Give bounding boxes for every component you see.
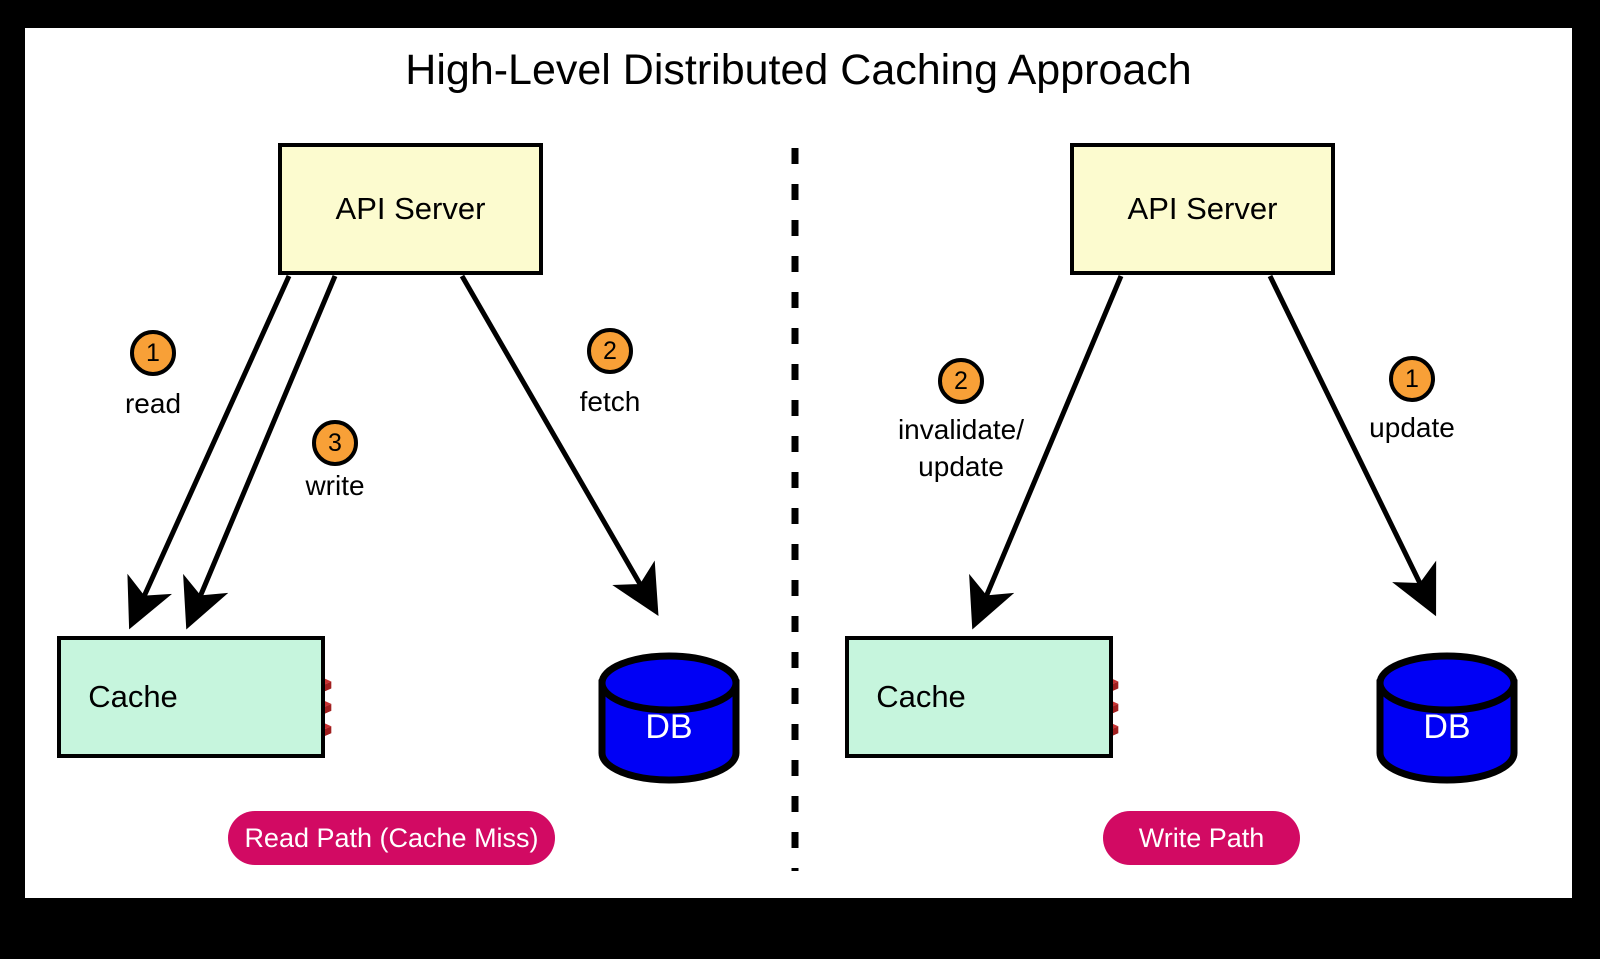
api-server-label-right: API Server <box>1127 191 1278 226</box>
edge-update-api-to-db <box>1267 274 1437 617</box>
step-badge-read: 1 <box>130 330 176 376</box>
write-path-pill-label: Write Path <box>1138 822 1265 853</box>
step-badge-invalidate-number: 2 <box>954 366 968 395</box>
cache-label-right: Cache <box>876 679 966 714</box>
edge-label-write: write <box>305 470 365 501</box>
db-label-left: DB <box>645 708 693 746</box>
database-cylinder-icon-right <box>1376 652 1518 784</box>
diagram-vector-layer <box>127 148 1518 871</box>
step-badge-fetch-number: 2 <box>603 336 617 365</box>
edge-read-api-to-cache <box>127 274 292 630</box>
cache-box-left[interactable]: Cache <box>57 636 325 758</box>
edge-invalidate-api-to-cache <box>969 275 1124 630</box>
edge-fetch-api-to-db <box>459 274 659 617</box>
step-badge-read-number: 1 <box>146 338 160 367</box>
edge-label-fetch: fetch <box>579 386 641 417</box>
edge-label-read: read <box>124 388 182 419</box>
cache-box-right[interactable]: Cache <box>845 636 1113 758</box>
step-badge-update: 1 <box>1389 356 1435 402</box>
write-path-pill[interactable]: Write Path <box>1103 811 1300 865</box>
step-badge-write-number: 3 <box>328 428 342 457</box>
api-server-box-right[interactable]: API Server <box>1070 143 1335 275</box>
edge-label-invalidate: invalidate/ update <box>897 414 1025 482</box>
db-label-right: DB <box>1423 708 1471 746</box>
edge-write-api-to-cache <box>183 275 338 630</box>
api-server-box-left[interactable]: API Server <box>278 143 543 275</box>
step-badge-fetch: 2 <box>587 328 633 374</box>
cache-label-left: Cache <box>88 679 178 714</box>
database-cylinder-icon-left <box>598 652 740 784</box>
read-path-pill[interactable]: Read Path (Cache Miss) <box>228 811 555 865</box>
step-badge-write: 3 <box>312 420 358 466</box>
step-badge-invalidate: 2 <box>938 358 984 404</box>
api-server-label-left: API Server <box>335 191 486 226</box>
diagram-canvas: High-Level Distributed Caching Approach <box>25 28 1572 898</box>
page-title: High-Level Distributed Caching Approach <box>405 46 1192 94</box>
db-node-right[interactable]: DB <box>1380 656 1514 781</box>
read-path-pill-label: Read Path (Cache Miss) <box>244 822 539 853</box>
db-node-left[interactable]: DB <box>602 656 736 781</box>
step-badge-update-number: 1 <box>1405 364 1419 393</box>
edge-label-update: update <box>1369 412 1455 443</box>
